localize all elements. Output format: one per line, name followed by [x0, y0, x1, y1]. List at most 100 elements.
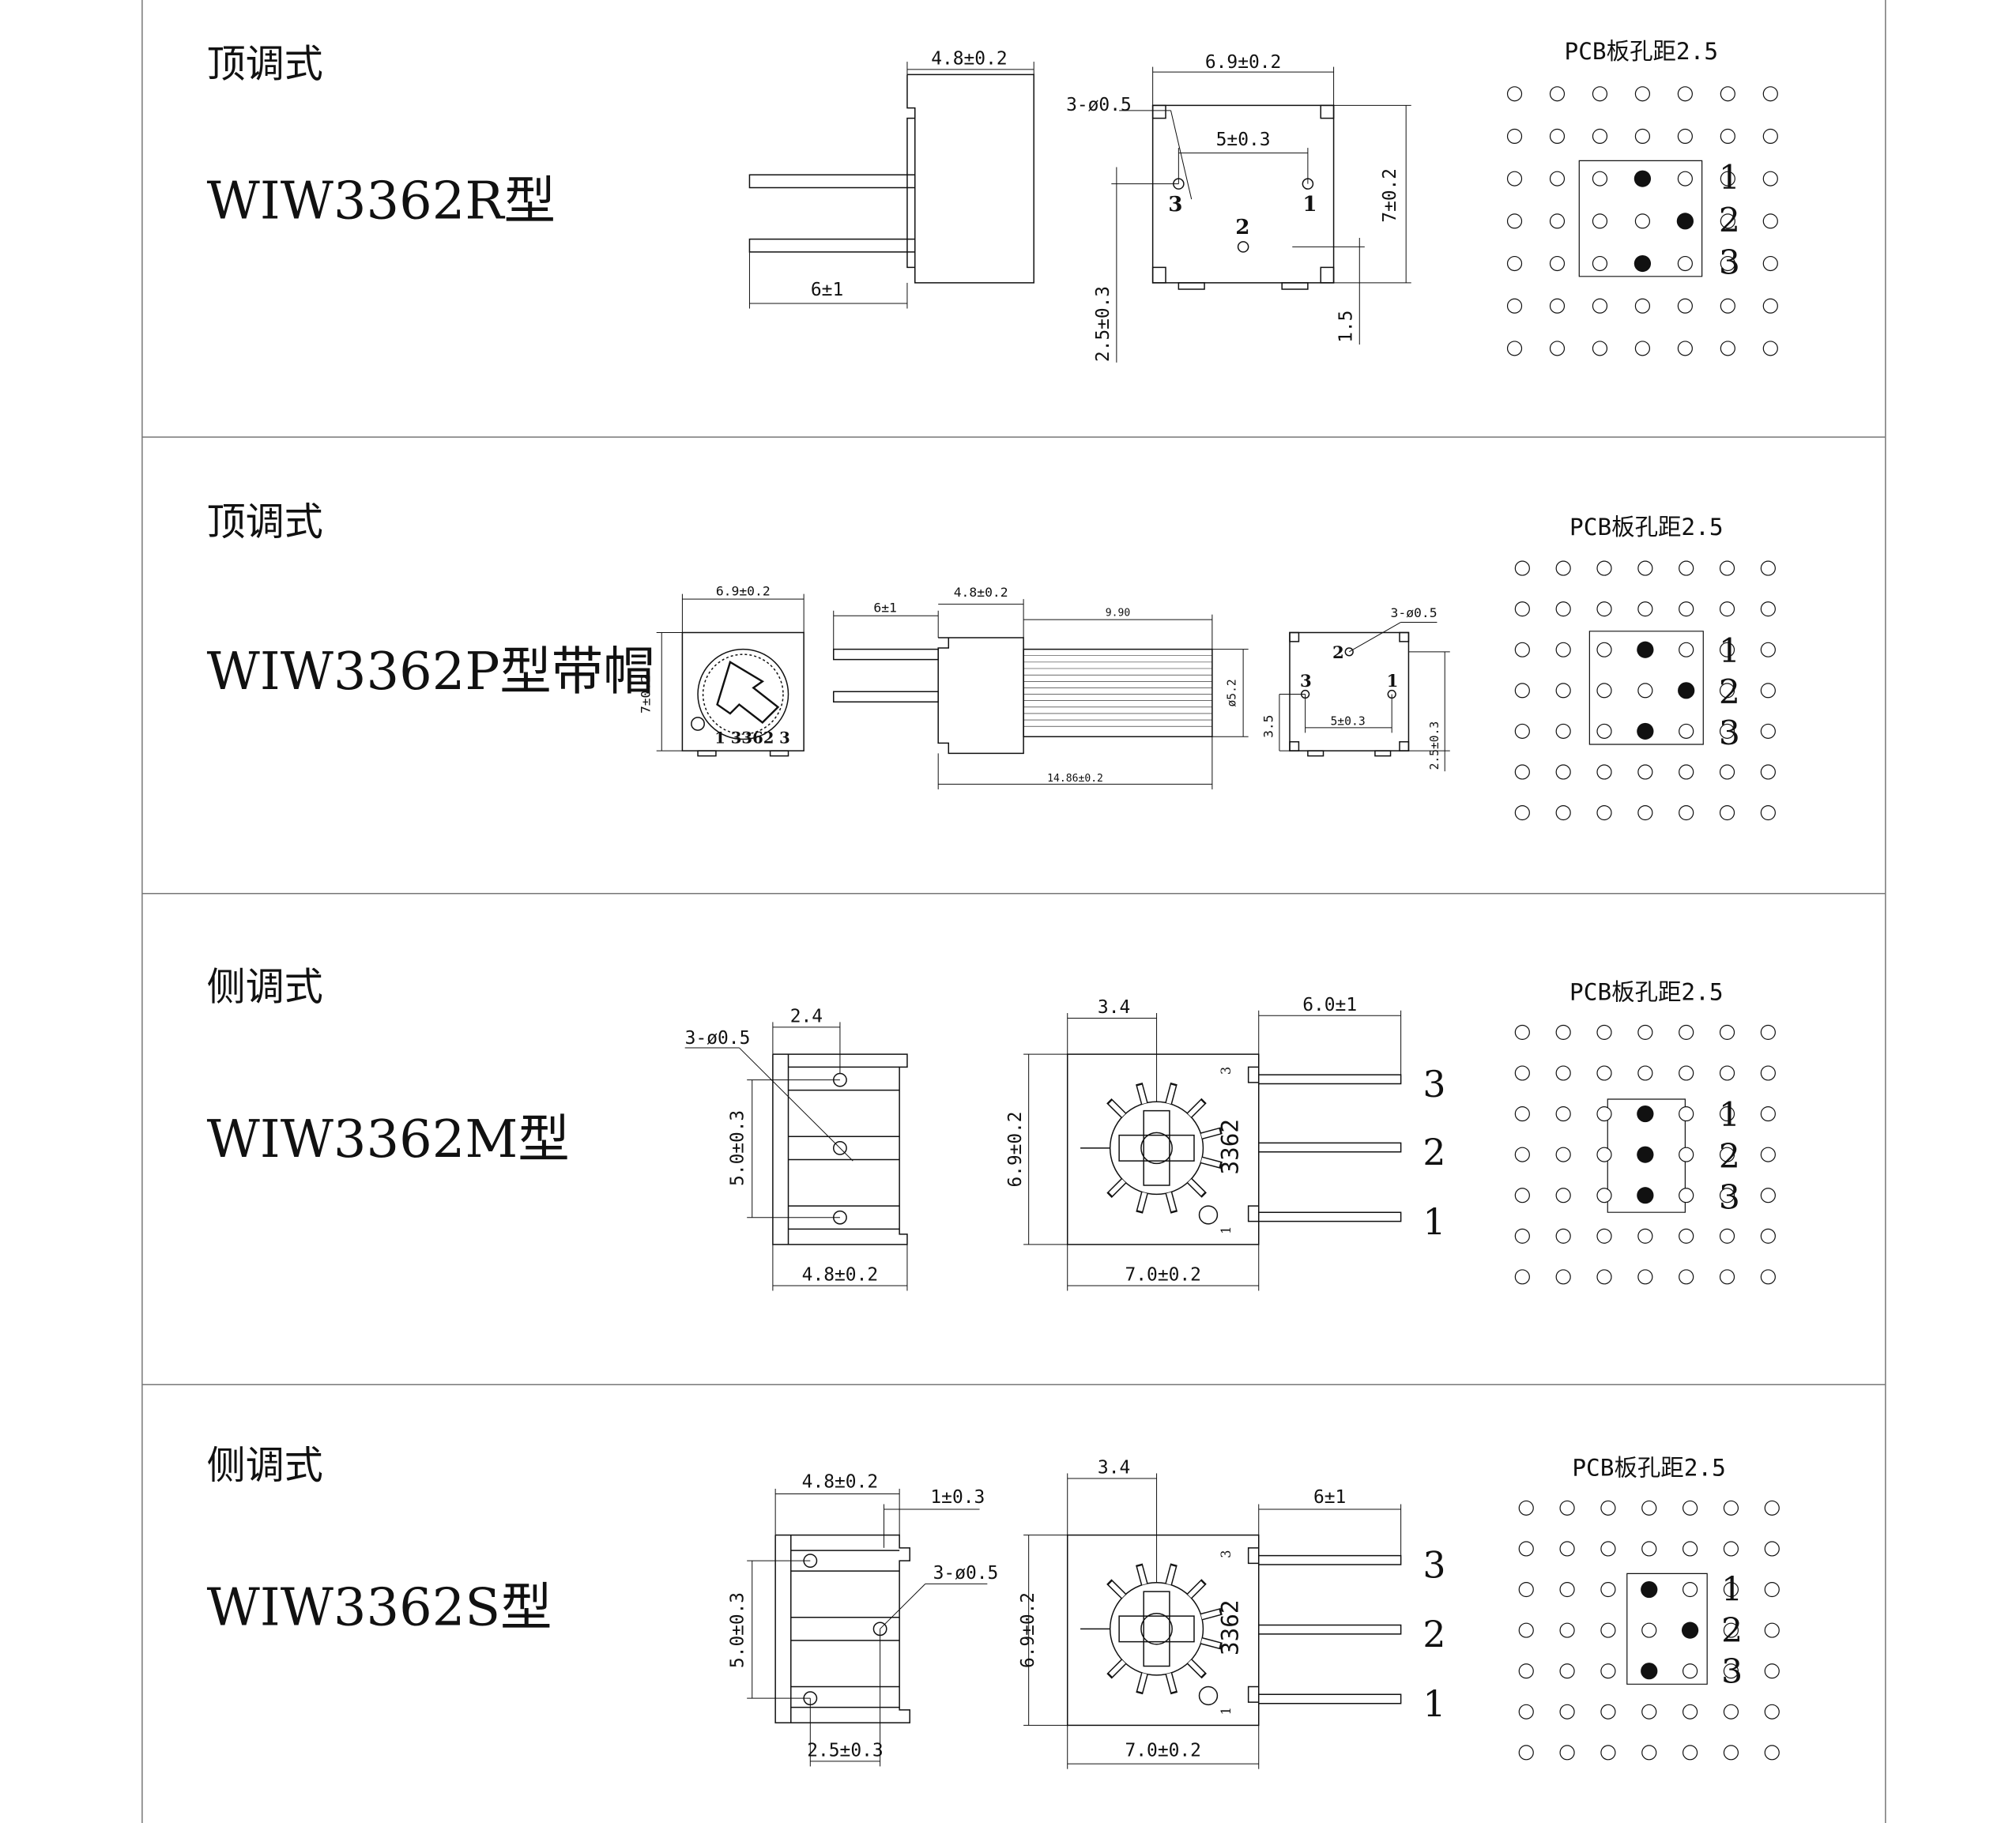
pcb-hole	[1678, 341, 1692, 356]
pcb-hole	[1720, 257, 1735, 271]
pcb-hole	[1556, 642, 1570, 657]
dim-hole: 3-ø0.5	[685, 1028, 751, 1049]
pcb-hole	[1720, 214, 1735, 228]
pcb-pin-hole	[1634, 254, 1652, 273]
pcb-hole	[1763, 341, 1777, 356]
pin-label-2: 2	[1332, 642, 1344, 662]
pin-label-3: 3	[1423, 1064, 1445, 1105]
pcb-hole	[1519, 1583, 1533, 1597]
dim-height: 6.9±0.2	[1005, 1111, 1026, 1187]
pcb-hole	[1638, 1270, 1652, 1284]
pcb-hole	[1724, 1704, 1738, 1719]
dim-body-width: 7.0±0.2	[1125, 1740, 1200, 1761]
pcb-hole	[1519, 1664, 1533, 1678]
pcb-hole	[1683, 1664, 1698, 1678]
pcb-hole	[1679, 1066, 1694, 1080]
pcb-hole	[1635, 214, 1649, 228]
knob-tooth-fill	[1169, 1085, 1174, 1103]
dim-body-thickness: 4.8±0.2	[931, 48, 1007, 69]
dim-body-thickness: 4.8±0.2	[802, 1264, 878, 1285]
pcb-hole	[1720, 341, 1735, 356]
knob-tooth-fill	[1169, 1674, 1174, 1692]
pcb-hole	[1678, 257, 1692, 271]
pcb-hole	[1560, 1623, 1574, 1637]
pcb-title: PCB板孔距2.5	[1569, 514, 1724, 540]
pcb-hole	[1597, 765, 1611, 779]
pcb-hole	[1519, 1704, 1533, 1719]
pcb-pin-hole	[1637, 641, 1654, 658]
pcb-hole	[1683, 1746, 1698, 1760]
marking: 3362	[1217, 1599, 1244, 1655]
pcb-hole	[1679, 806, 1694, 820]
pcb-pin-1: 1	[1721, 1570, 1743, 1609]
pcb-hole	[1679, 765, 1694, 779]
front-view	[1153, 105, 1334, 289]
pcb-pin-3: 3	[1719, 714, 1740, 752]
cap-ridges	[1023, 656, 1212, 726]
dims-side	[749, 62, 1034, 308]
pcb-hole	[1597, 642, 1611, 657]
dim-body-thickness: 4.8±0.2	[802, 1471, 878, 1492]
marking: 3362	[1217, 1119, 1244, 1174]
pcb-hole	[1761, 561, 1775, 575]
pcb-hole	[1515, 765, 1529, 779]
pcb-pin-1: 1	[1719, 631, 1740, 670]
dim-side-height: 3.5	[1261, 715, 1276, 738]
pcb-pin-hole	[1637, 1146, 1654, 1163]
pcb-hole	[1720, 171, 1735, 186]
pcb-hole	[1592, 299, 1607, 313]
model-name: WIW3362M型	[207, 1109, 570, 1170]
dim-body-width: 6.9±0.2	[716, 583, 771, 598]
pcb-hole	[1638, 602, 1652, 616]
dim-cap-length: 9.90	[1106, 607, 1130, 619]
pcb-hole	[1601, 1542, 1615, 1556]
pcb-hole	[1678, 87, 1692, 101]
pcb-hole	[1642, 1542, 1656, 1556]
pcb-hole	[1519, 1542, 1533, 1556]
pcb-hole	[1761, 1025, 1775, 1039]
pcb-hole	[1765, 1704, 1779, 1719]
pcb-pin-hole	[1641, 1580, 1658, 1599]
dim-body-thickness: 4.8±0.2	[954, 585, 1008, 600]
pcb-grid	[1519, 1501, 1779, 1759]
pcb-hole	[1679, 1188, 1694, 1203]
pcb-hole	[1592, 341, 1607, 356]
pcb-hole	[1601, 1704, 1615, 1719]
pcb-hole	[1720, 724, 1735, 738]
pcb-hole	[1638, 684, 1652, 698]
pin-label-1: 1	[1302, 193, 1317, 217]
dim-hole: 3-ø0.5	[1391, 605, 1438, 620]
pcb-hole	[1679, 1229, 1694, 1243]
pcb-hole	[1515, 642, 1529, 657]
pin-label-1: 1	[1423, 1201, 1445, 1243]
pcb-hole	[1592, 171, 1607, 186]
knob-tooth-fill	[1140, 1192, 1144, 1211]
pcb-footprint-outline	[1579, 160, 1701, 276]
dims-cap-side	[834, 599, 1249, 789]
pcb-hole	[1597, 1107, 1611, 1121]
pcb-hole	[1508, 341, 1522, 356]
pcb-hole	[1720, 642, 1735, 657]
pcb-hole	[1763, 257, 1777, 271]
knob-tooth-fill	[1110, 1583, 1124, 1596]
pcb-hole	[1556, 724, 1570, 738]
pcb-hole	[1515, 806, 1529, 820]
pcb-hole	[1597, 806, 1611, 820]
pcb-hole	[1638, 1229, 1652, 1243]
side-view	[775, 1535, 910, 1723]
pcb-hole	[1720, 765, 1735, 779]
dim-total-length: 14.86±0.2	[1047, 773, 1103, 785]
pcb-hole	[1597, 724, 1611, 738]
pcb-hole	[1679, 642, 1694, 657]
dim-pin-pitch: 5.0±0.3	[727, 1592, 748, 1668]
pcb-hole	[1601, 1664, 1615, 1678]
knob-tooth-fill	[1110, 1102, 1124, 1116]
pcb-hole	[1761, 1107, 1775, 1121]
pcb-hole	[1592, 87, 1607, 101]
pin-label-small-1: 1	[1219, 1707, 1234, 1715]
pcb-hole	[1765, 1746, 1779, 1760]
pcb-pin-hole	[1634, 170, 1652, 187]
pin-label-3: 3	[1423, 1544, 1445, 1586]
dims-front	[1023, 1011, 1400, 1291]
pcb-hole	[1556, 1229, 1570, 1243]
